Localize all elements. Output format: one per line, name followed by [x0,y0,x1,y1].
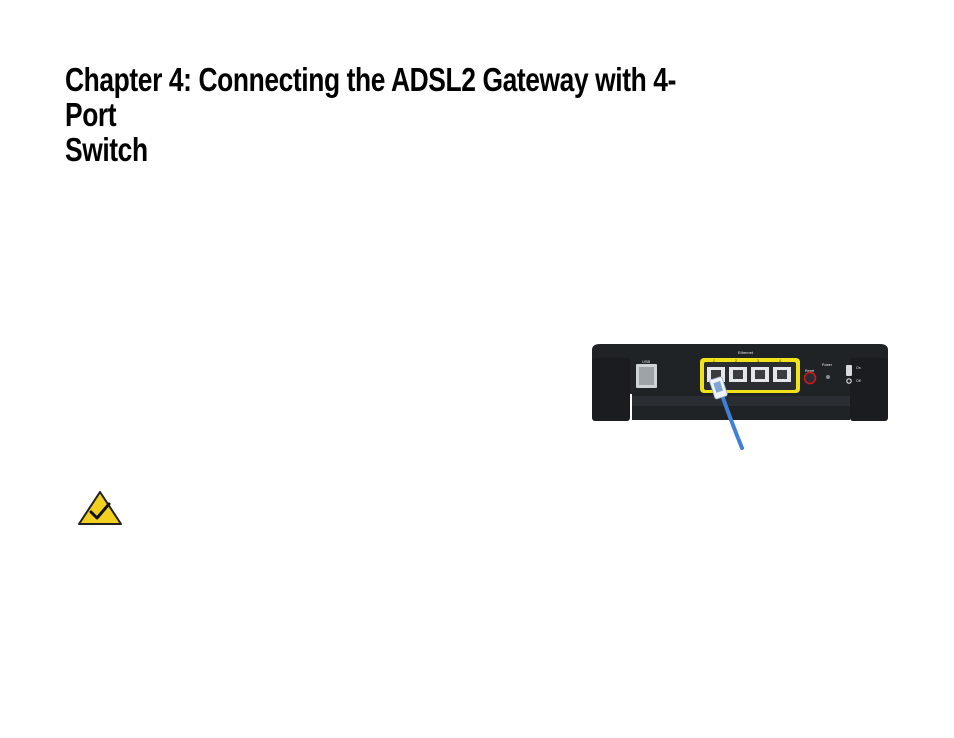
port-number-2: 2 [735,359,737,363]
left-foot [592,358,630,421]
port-number-1: 1 [713,359,715,363]
on-label: On [856,366,861,370]
ethernet-ports [707,367,791,382]
ethernet-label: Ethernet [738,350,754,355]
reset-label: Reset [805,369,814,373]
ethernet-cable [709,376,744,450]
chapter-title-line-2: Switch [65,131,148,168]
chapter-title: Chapter 4: Connecting the ADSL2 Gateway … [65,62,721,167]
power-label: Power [822,363,833,367]
note-checkmark-icon [78,491,122,525]
usb-label: USB [642,359,651,364]
reset-button [803,371,817,385]
port-number-3: 3 [757,359,759,363]
router-back-panel-image: USB Ethernet 1 2 3 4 Reset Power On Off [592,344,888,450]
port-number-4: 4 [779,359,781,363]
power-jack [826,375,830,379]
chapter-title-line-1: Chapter 4: Connecting the ADSL2 Gateway … [65,61,676,133]
off-label: Off [856,379,861,383]
right-foot [850,358,888,421]
power-switch [846,365,852,376]
